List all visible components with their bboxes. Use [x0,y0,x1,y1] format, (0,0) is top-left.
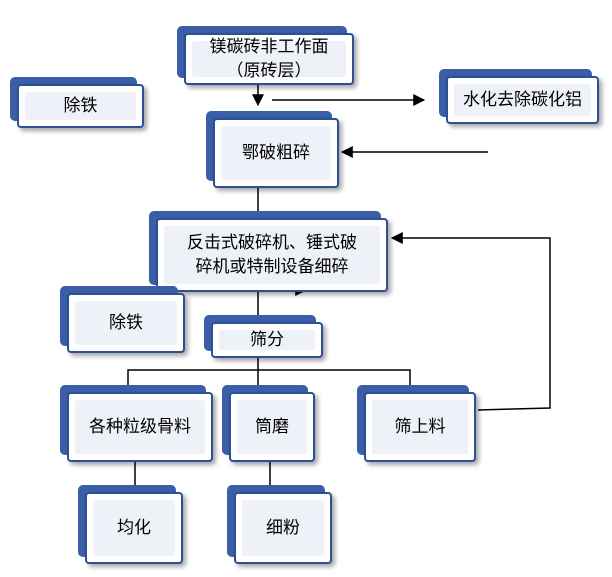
screening-label: 筛分 [250,330,284,350]
aggregates-node: 各种粒级骨料 [60,385,213,462]
oversize-label: 筛上料 [394,417,446,437]
fine-powder-label: 细粉 [266,518,300,538]
jaw-crush-label: 鄂破粗碎 [242,143,310,163]
hydrate-label: 水化去除碳化铝 [463,90,582,110]
raw-material-node: 镁碳砖非工作面 （原砖层） [177,26,354,85]
homogenize-label: 均化 [117,518,151,538]
jaw-crush-node: 鄂破粗碎 [206,111,339,188]
arrow-oversize-return [390,232,551,411]
remove-iron-top-node: 除铁 [10,77,144,128]
oversize-node: 筛上料 [357,385,476,462]
homogenize-node: 均化 [78,485,183,564]
hydrate-node: 水化去除碳化铝 [439,69,599,124]
remove-iron-mid-label: 除铁 [109,313,143,333]
line-screen-branches [127,369,411,385]
remove-iron-top-label: 除铁 [63,96,98,116]
fine-crush-label: 反击式破碎机、锤式破 碎机或特制设备细碎 [187,233,357,277]
fine-powder-node: 细粉 [227,485,332,564]
screening-node: 筛分 [204,315,323,358]
raw-material-label: 镁碳砖非工作面 （原砖层） [209,37,329,81]
tube-mill-node: 筒磨 [222,385,315,462]
fine-crush-node: 反击式破碎机、锤式破 碎机或特制设备细碎 [149,211,388,292]
remove-iron-mid-node: 除铁 [60,286,185,353]
aggregates-label: 各种粒级骨料 [89,417,191,437]
tube-mill-label: 筒磨 [255,417,289,437]
